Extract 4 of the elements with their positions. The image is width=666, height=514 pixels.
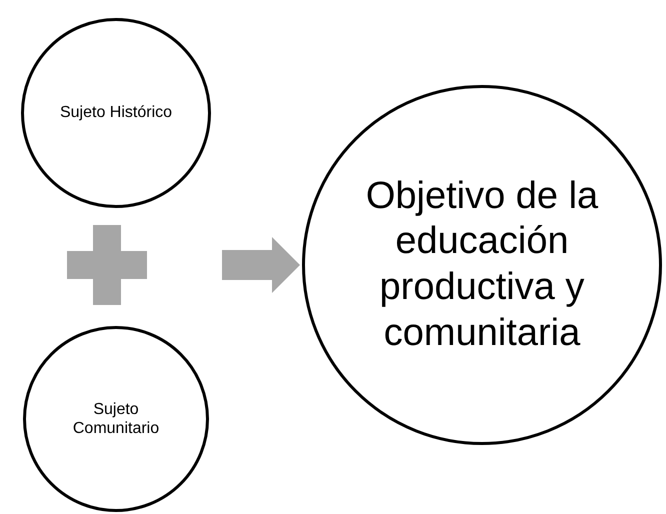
arrow xyxy=(222,237,300,293)
node-label: Sujeto Comunitario xyxy=(72,400,160,438)
node-label: Sujeto Histórico xyxy=(58,103,174,123)
node-label: Objetivo de la educación productiva y comunitaria xyxy=(364,174,600,356)
